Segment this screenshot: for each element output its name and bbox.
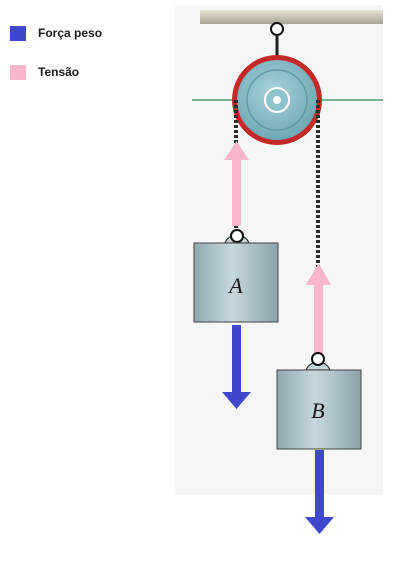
ceiling bbox=[200, 10, 383, 24]
legend: Força peso Tensão bbox=[10, 22, 102, 100]
block-b: B bbox=[276, 352, 362, 450]
legend-item-weight: Força peso bbox=[10, 22, 102, 44]
weight-arrow-b bbox=[305, 450, 334, 534]
block-b-hook bbox=[311, 352, 325, 366]
legend-item-tension: Tensão bbox=[10, 61, 102, 83]
pulley bbox=[232, 55, 322, 145]
block-a-hook bbox=[230, 229, 244, 243]
weight-arrow-a bbox=[222, 325, 251, 409]
pulley-groove bbox=[246, 69, 308, 131]
block-b-body bbox=[276, 369, 362, 450]
block-b-label: B bbox=[311, 398, 324, 423]
legend-label-tension: Tensão bbox=[38, 65, 80, 79]
legend-swatch-tension bbox=[10, 64, 26, 80]
tension-arrow-b bbox=[306, 263, 331, 353]
tension-arrow-a bbox=[224, 141, 249, 226]
ceiling-hook bbox=[270, 22, 284, 36]
legend-swatch-weight bbox=[10, 25, 26, 41]
pulley-axle bbox=[273, 96, 281, 104]
block-a-body bbox=[193, 242, 279, 323]
legend-label-weight: Força peso bbox=[38, 26, 103, 40]
block-a: A bbox=[193, 229, 279, 323]
block-a-label: A bbox=[227, 273, 243, 298]
